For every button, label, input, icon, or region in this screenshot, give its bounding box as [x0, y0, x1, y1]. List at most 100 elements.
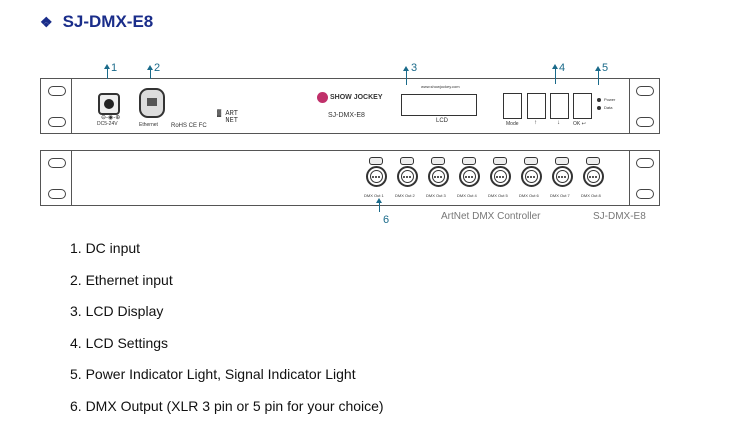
left-ear-divider: [71, 79, 72, 133]
up-button-label: ↑: [534, 120, 537, 126]
ok-button[interactable]: [573, 93, 592, 119]
xlr-latch-icon: [493, 157, 507, 165]
dc-jack: [98, 93, 120, 115]
artnet-logo-icon: ▓ ART NET: [217, 111, 238, 125]
callout-3: 3: [411, 62, 417, 74]
dmx-output-connector: [580, 157, 606, 189]
dmx-output-connector: [394, 157, 420, 189]
callout-1-line: [107, 69, 108, 79]
up-button[interactable]: [527, 93, 546, 119]
dmx-output-label: DMX Out 3: [426, 193, 446, 198]
dmx-output-connector: [549, 157, 575, 189]
list-item: 4. LCD Settings: [70, 333, 384, 365]
callout-4-arrow-icon: [552, 64, 558, 69]
front-model-label: SJ-DMX-E8: [328, 112, 365, 119]
front-panel: ⊖-◉-⊕ DC5-24V Ethernet RoHS CE FC ▓ ART …: [40, 78, 660, 134]
dmx-output-connector: [456, 157, 482, 189]
right-ear-divider: [629, 151, 630, 205]
dmx-output-label: DMX Out 7: [550, 193, 570, 198]
ethernet-port: [139, 88, 165, 118]
callout-3-line: [406, 71, 407, 85]
polarity-icon: ⊖-◉-⊕: [101, 114, 120, 121]
xlr-socket-icon: [583, 166, 604, 187]
list-item: 3. LCD Display: [70, 301, 384, 333]
mount-slot: [48, 189, 66, 199]
xlr-socket-icon: [490, 166, 511, 187]
ethernet-label: Ethernet: [139, 122, 158, 128]
brand-logo: SHOW JOCKEY: [317, 92, 383, 103]
xlr-socket-icon: [552, 166, 573, 187]
callout-4-line: [555, 69, 556, 84]
data-led-icon: [597, 106, 601, 110]
brand-wordmark: SHOW JOCKEY: [330, 94, 383, 101]
callout-4: 4: [559, 62, 565, 74]
xlr-socket-icon: [428, 166, 449, 187]
callout-5: 5: [602, 62, 608, 74]
callout-3-arrow-icon: [403, 66, 409, 71]
mount-slot: [636, 117, 654, 127]
dc-label: DC5-24V: [97, 121, 118, 127]
down-button[interactable]: [550, 93, 569, 119]
callout-2-line: [150, 70, 151, 79]
mount-slot: [636, 189, 654, 199]
xlr-latch-icon: [462, 157, 476, 165]
mount-slot: [48, 117, 66, 127]
xlr-latch-icon: [400, 157, 414, 165]
xlr-latch-icon: [555, 157, 569, 165]
callout-2: 2: [154, 62, 160, 74]
feature-list: 1. DC input 2. Ethernet input 3. LCD Dis…: [70, 238, 384, 427]
callout-6-line: [379, 202, 380, 212]
callout-1: 1: [111, 62, 117, 74]
xlr-socket-icon: [521, 166, 542, 187]
dmx-output-label: DMX Out 8: [581, 193, 601, 198]
title-text: SJ-DMX-E8: [63, 12, 154, 32]
dmx-output-label: DMX Out 5: [488, 193, 508, 198]
xlr-socket-icon: [366, 166, 387, 187]
xlr-latch-icon: [431, 157, 445, 165]
mode-button-label: Mode: [506, 121, 519, 127]
lcd-display: [401, 94, 477, 116]
list-item: 5. Power Indicator Light, Signal Indicat…: [70, 364, 384, 396]
mount-slot: [636, 86, 654, 96]
dmx-output-connector: [518, 157, 544, 189]
rear-model-label: SJ-DMX-E8: [593, 211, 646, 222]
callout-6: 6: [383, 214, 389, 226]
callout-6-arrow-icon: [376, 198, 382, 203]
list-item: 6. DMX Output (XLR 3 pin or 5 pin for yo…: [70, 396, 384, 427]
dmx-output-connector: [363, 157, 389, 189]
diamond-bullet-icon: ❖: [40, 14, 53, 31]
xlr-latch-icon: [586, 157, 600, 165]
callout-2-arrow-icon: [147, 65, 153, 70]
xlr-socket-icon: [397, 166, 418, 187]
dmx-output-connector: [425, 157, 451, 189]
dmx-output-connector: [487, 157, 513, 189]
product-name: ArtNet DMX Controller: [441, 211, 540, 222]
right-ear-divider: [629, 79, 630, 133]
power-led-label: Power: [604, 97, 615, 102]
certification-marks: RoHS CE FC: [171, 123, 207, 129]
mount-slot: [48, 158, 66, 168]
list-item: 2. Ethernet input: [70, 270, 384, 302]
website-text: www.showjockey.com: [421, 84, 460, 89]
xlr-latch-icon: [369, 157, 383, 165]
brand-emblem-icon: [317, 92, 328, 103]
callout-5-arrow-icon: [595, 66, 601, 71]
left-ear-divider: [71, 151, 72, 205]
dmx-output-label: DMX Out 4: [457, 193, 477, 198]
page-title: ❖ SJ-DMX-E8: [40, 12, 153, 32]
power-led-icon: [597, 98, 601, 102]
data-led-label: Data: [604, 105, 612, 110]
dmx-output-label: DMX Out 2: [395, 193, 415, 198]
mount-slot: [48, 86, 66, 96]
down-button-label: ↓: [557, 120, 560, 126]
mount-slot: [636, 158, 654, 168]
ok-button-label: OK ↩: [573, 121, 586, 127]
list-item: 1. DC input: [70, 238, 384, 270]
callout-5-line: [598, 71, 599, 85]
dmx-output-label: DMX Out 6: [519, 193, 539, 198]
lcd-label: LCD: [436, 118, 448, 124]
xlr-latch-icon: [524, 157, 538, 165]
mode-button[interactable]: [503, 93, 522, 119]
xlr-socket-icon: [459, 166, 480, 187]
callout-1-arrow-icon: [104, 64, 110, 69]
